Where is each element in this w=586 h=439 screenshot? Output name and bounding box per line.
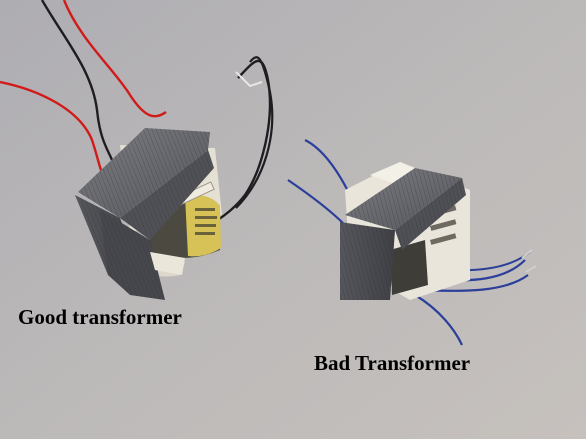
wire-strip (235, 71, 263, 88)
good-transformer-caption: Good transformer (18, 305, 182, 329)
red-wire-2 (0, 80, 106, 179)
bad-transformer (287, 139, 537, 346)
good-transformer (0, 0, 274, 300)
blue-wire-5 (414, 294, 463, 346)
black-wire-1 (40, 0, 114, 161)
black-wire-2 (214, 59, 272, 223)
blue-wire-2 (287, 179, 346, 226)
red-wire-1 (62, 0, 167, 118)
black-wire-3 (235, 56, 274, 209)
bad-transformer-caption: Bad Transformer (314, 351, 471, 375)
